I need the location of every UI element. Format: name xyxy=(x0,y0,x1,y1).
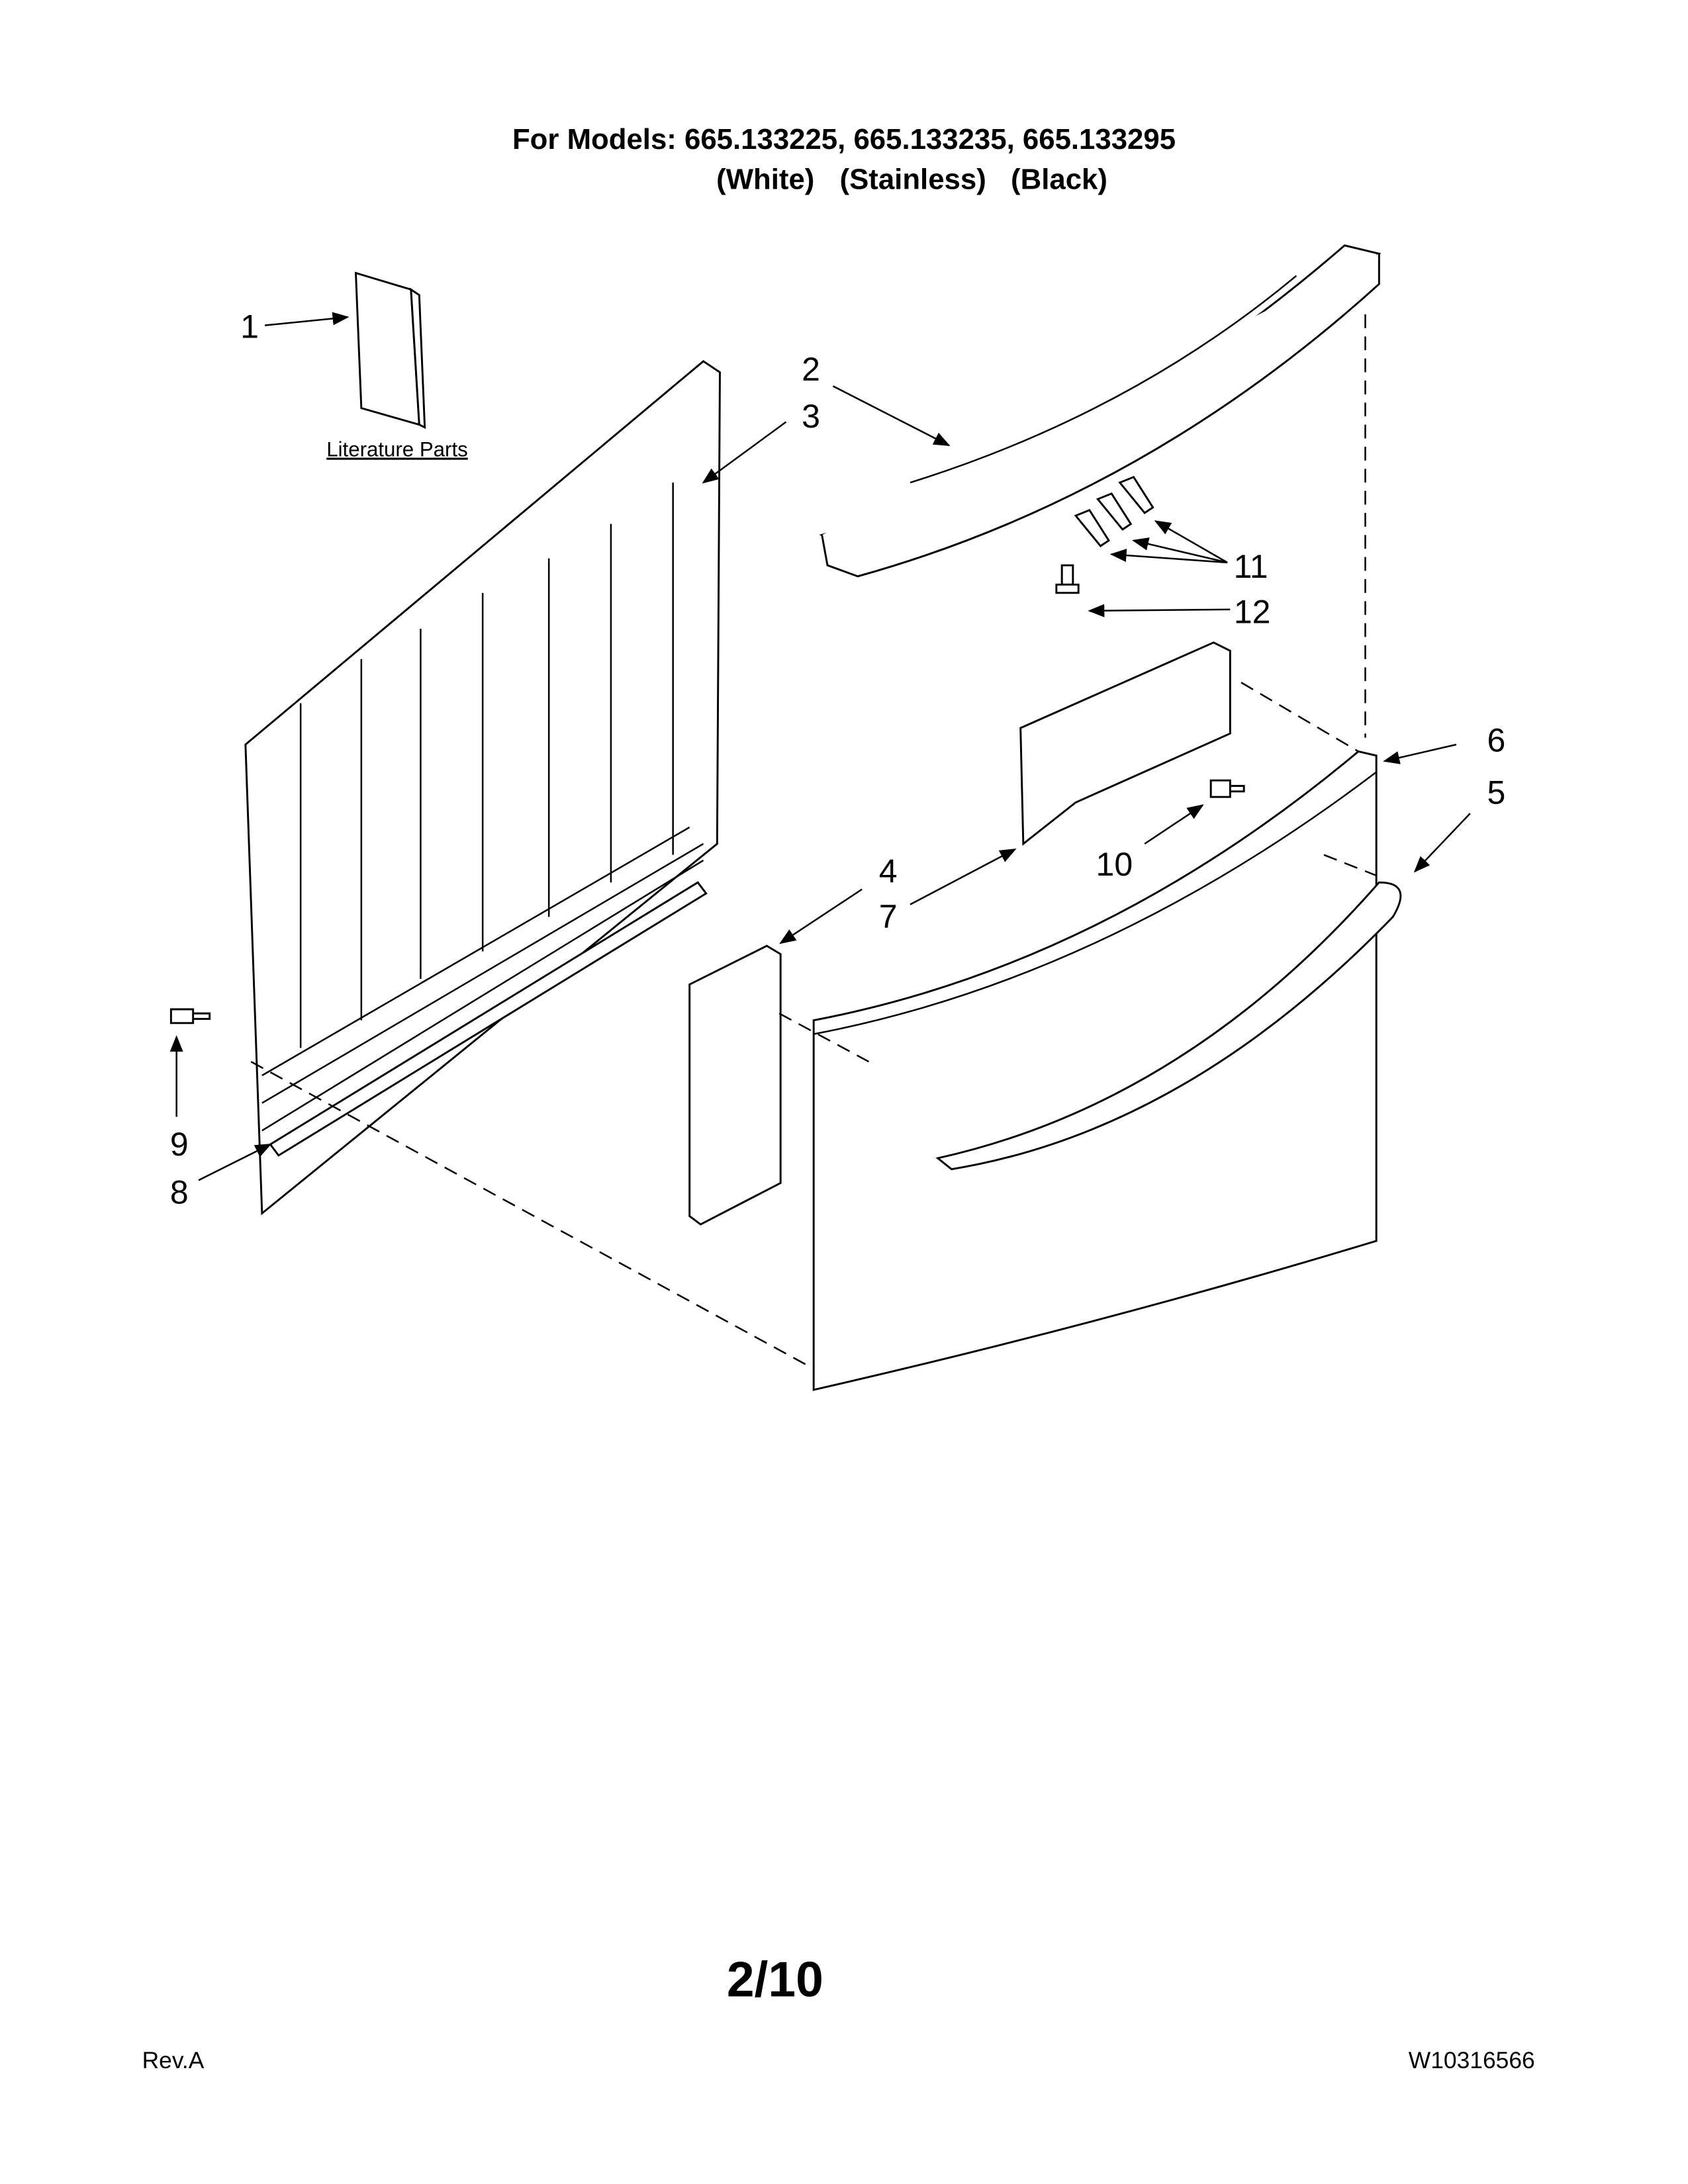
callout-1: 1 xyxy=(240,308,259,345)
divider-rail xyxy=(269,881,708,1157)
literature-label: Literature Parts xyxy=(326,438,468,461)
callout-12: 12 xyxy=(1234,594,1271,631)
control-panel-trim xyxy=(819,244,1382,578)
callout-5: 5 xyxy=(1487,774,1506,811)
callout-arrows xyxy=(169,312,1471,1181)
callout-2: 2 xyxy=(802,351,820,388)
callout-6: 6 xyxy=(1487,721,1506,758)
revision: Rev.A xyxy=(142,2047,205,2073)
doc-number: W10316566 xyxy=(1409,2047,1535,2073)
callout-9: 9 xyxy=(170,1126,189,1163)
literature-parts-icon xyxy=(354,271,426,430)
callout-4: 4 xyxy=(879,852,898,889)
callout-10: 10 xyxy=(1096,846,1133,883)
drawer-divider-assembly xyxy=(244,360,721,1216)
drawer-front xyxy=(812,750,1402,1391)
screw-10 xyxy=(1209,779,1245,798)
screw-9 xyxy=(169,1008,211,1024)
callout-11: 11 xyxy=(1234,548,1268,585)
color-stainless: (Stainless) xyxy=(840,163,986,195)
models-line: For Models: 665.133225, 665.133235, 665.… xyxy=(512,123,1176,156)
drawer-handle xyxy=(935,881,1402,1171)
drawer-bracket-upper xyxy=(1019,641,1231,846)
drawer-bracket xyxy=(688,944,782,1226)
clip-parts xyxy=(1055,476,1154,594)
color-white: (White) xyxy=(716,163,814,195)
color-black: (Black) xyxy=(1011,163,1107,195)
page-number: 2/10 xyxy=(727,1952,823,2007)
callout-8: 8 xyxy=(170,1174,189,1211)
callout-3: 3 xyxy=(802,398,820,435)
callout-7: 7 xyxy=(879,898,898,935)
